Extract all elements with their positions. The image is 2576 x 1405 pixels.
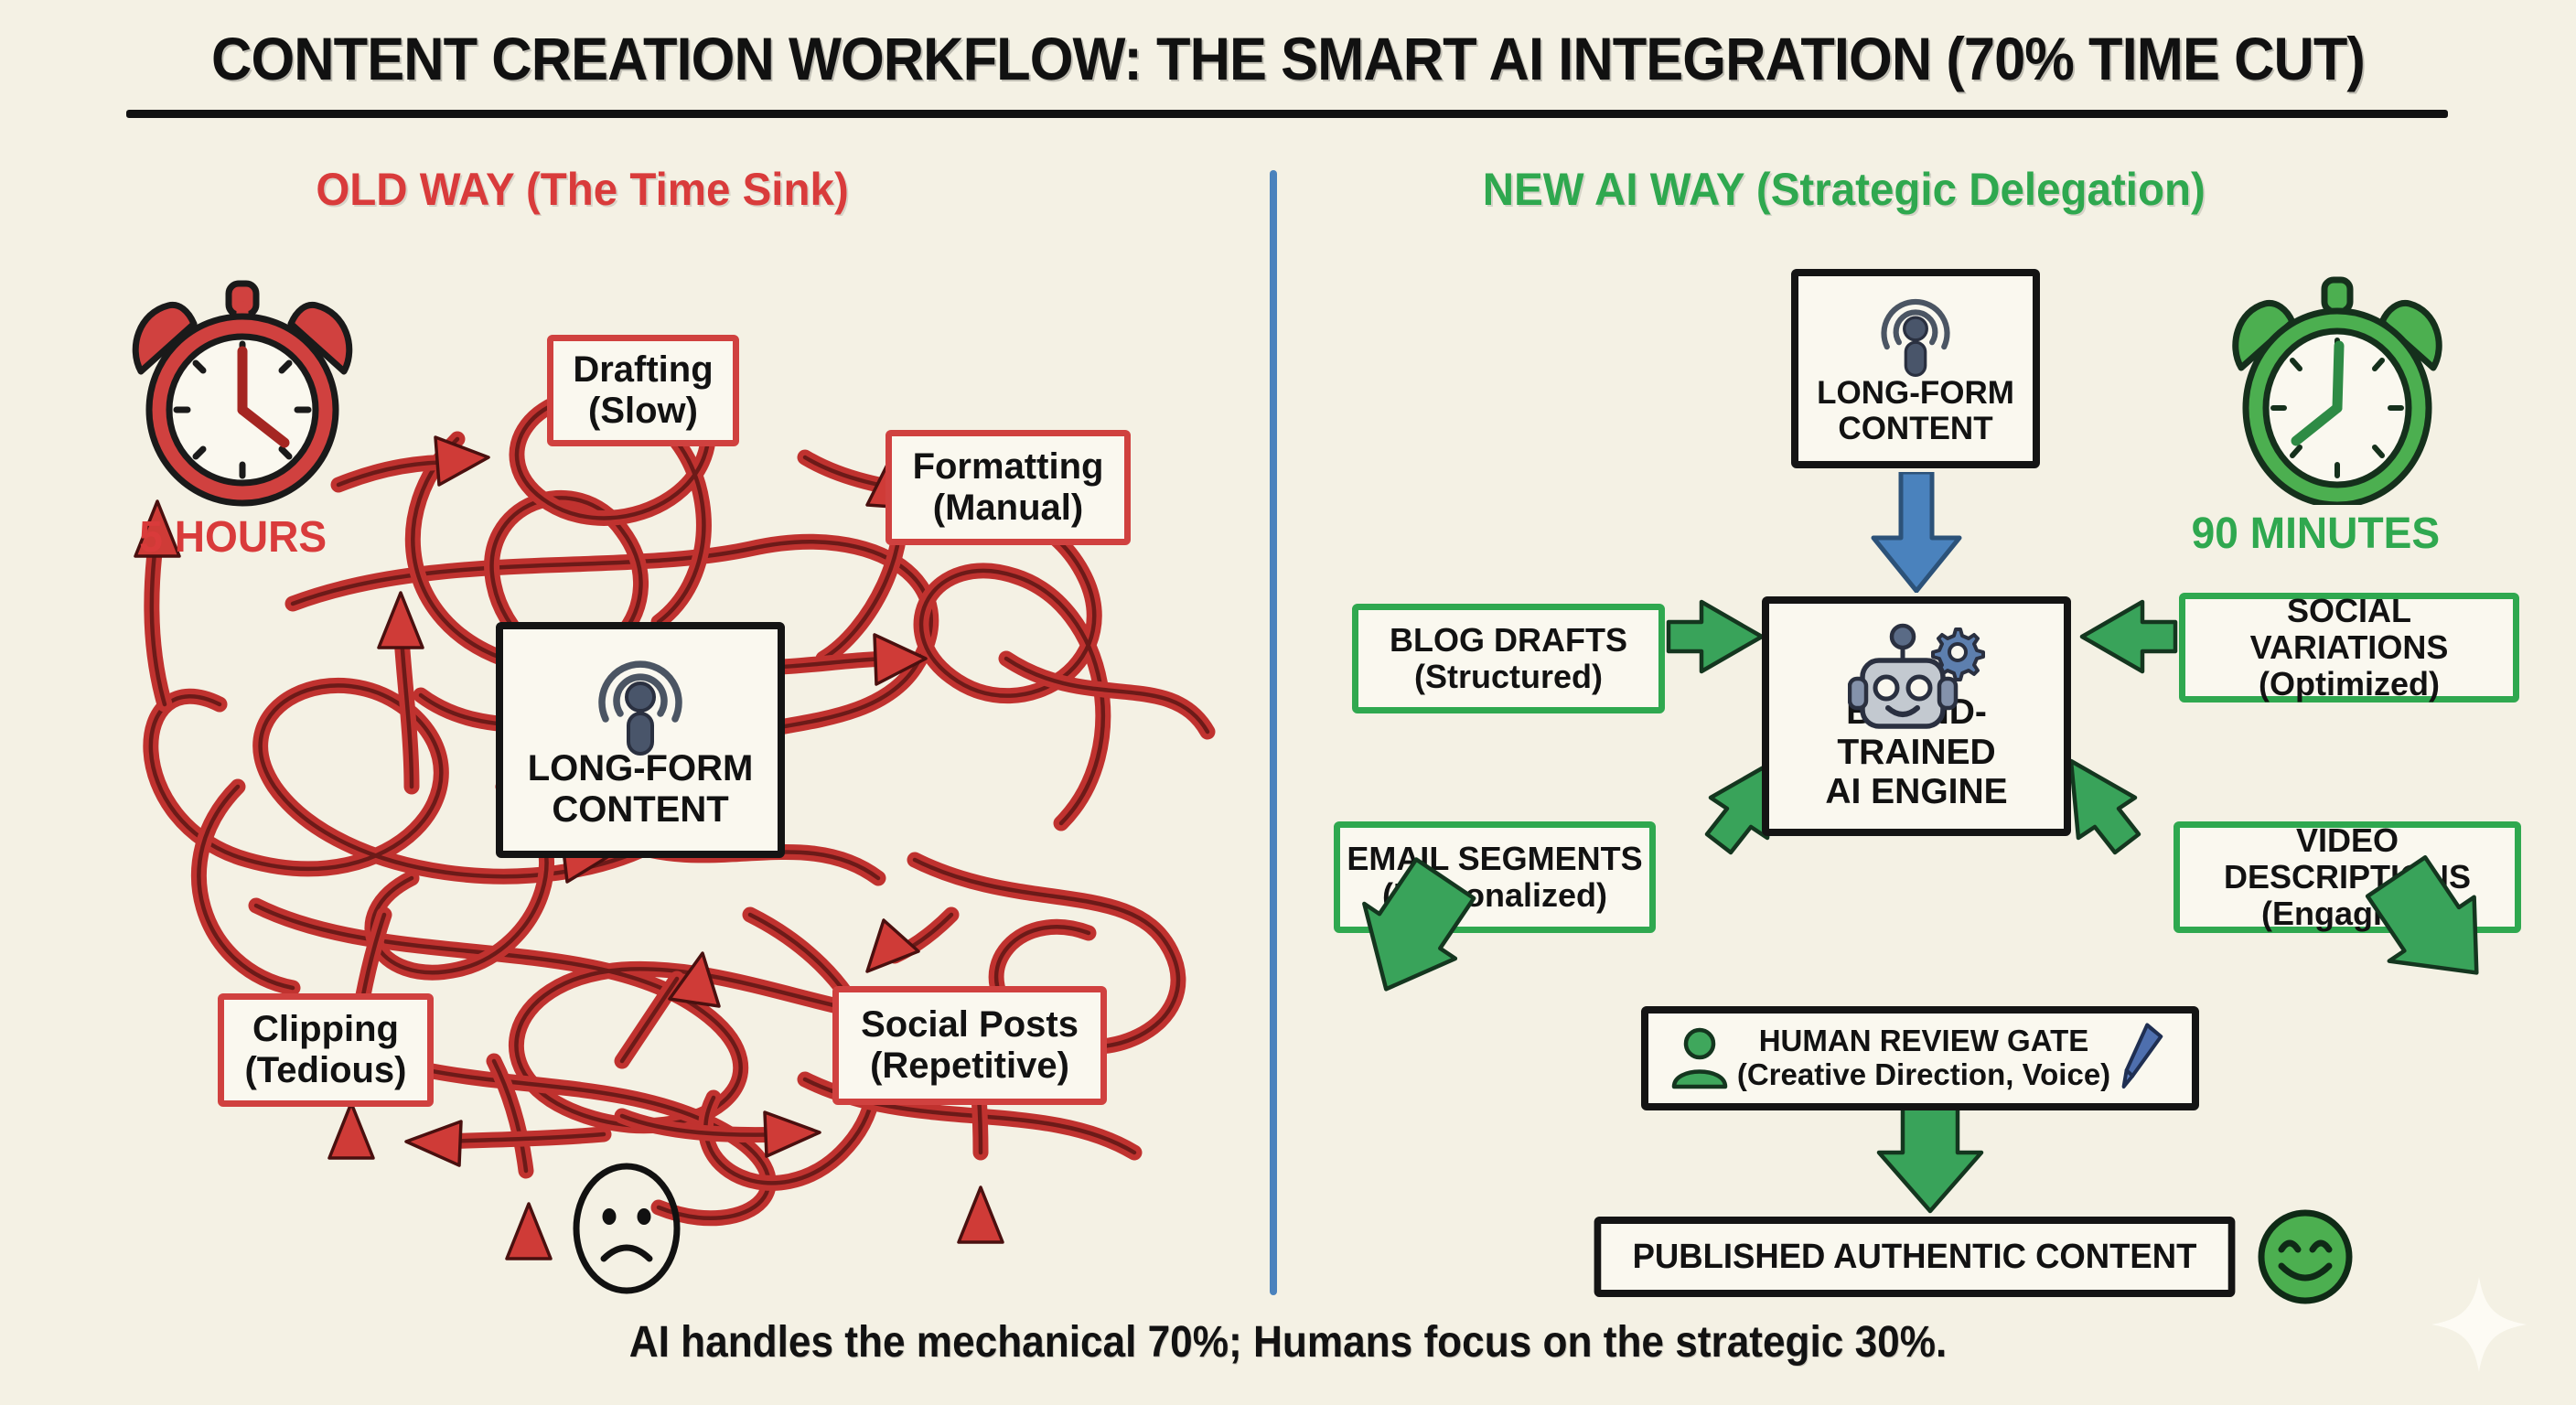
human-gate-line1: HUMAN REVIEW GATE [1758,1024,2089,1058]
box-social-variations-line2: (Optimized) [2259,665,2440,703]
person-icon [1671,1027,1728,1089]
old-way-heading: OLD WAY (The Time Sink) [316,164,849,215]
old-time-label: 5 HOURS [139,513,327,562]
footer-caption: AI handles the mechanical 70%; Humans fo… [628,1318,1948,1367]
page-title: CONTENT CREATION WORKFLOW: THE SMART AI … [211,25,2366,92]
box-clipping-line2: (Tedious) [244,1050,407,1090]
box-email-segments[interactable]: EMAIL SEGMENTS (Personalized) [1334,821,1656,933]
box-long-form-content-new[interactable]: LONG-FORM CONTENT [1791,269,2040,468]
box-published-authentic-content[interactable]: PUBLISHED AUTHENTIC CONTENT [1594,1217,2236,1297]
box-ai-engine-line2: AI ENGINE [1825,772,2008,812]
box-social-variations-line1: SOCIAL VARIATIONS [2249,591,2449,666]
happy-face-icon [2258,1209,2353,1304]
box-drafting-line2: (Slow) [588,391,698,431]
new-way-heading: NEW AI WAY (Strategic Delegation) [1482,164,2206,215]
box-human-review-gate[interactable]: HUMAN REVIEW GATE (Creative Direction, V… [1641,1006,2199,1110]
green-flow-arrows: .ga { fill:#39a35a; stroke:#14361f; stro… [1362,599,2479,1214]
sad-face-icon [573,1163,681,1294]
human-gate-line2: (Creative Direction, Voice) [1736,1057,2111,1091]
sparkle-icon [2431,1277,2527,1372]
box-drafting[interactable]: Drafting (Slow) [547,335,739,446]
published-label: PUBLISHED AUTHENTIC CONTENT [1632,1237,2197,1276]
title-underline [126,110,2448,118]
box-long-form-old-line2: CONTENT [552,789,729,831]
box-long-form-new-line1: LONG-FORM [1817,374,2014,411]
box-social-posts-line2: (Repetitive) [870,1046,1069,1086]
robot-gear-icon [1848,623,1985,729]
podcast-icon [1881,298,1950,377]
alarm-clock-icon [2232,276,2442,505]
box-clipping[interactable]: Clipping (Tedious) [218,993,434,1107]
box-formatting-line1: Formatting [912,446,1104,488]
box-formatting-line2: (Manual) [932,488,1084,528]
box-social-posts-line1: Social Posts [861,1004,1079,1046]
box-long-form-content-old[interactable]: LONG-FORM CONTENT [496,622,785,858]
box-blog-drafts-line2: (Structured) [1414,658,1603,695]
blue-down-arrow-icon [1871,472,1962,593]
box-blog-drafts-line1: BLOG DRAFTS [1390,620,1627,659]
box-email-segments-line1: EMAIL SEGMENTS [1347,839,1643,877]
box-social-posts[interactable]: Social Posts (Repetitive) [832,986,1107,1105]
box-clipping-line1: Clipping [252,1009,399,1050]
alarm-clock-icon [132,280,353,507]
box-formatting[interactable]: Formatting (Manual) [886,430,1131,545]
podcast-icon [598,660,682,756]
box-drafting-line1: Drafting [573,349,714,391]
box-blog-drafts[interactable]: BLOG DRAFTS (Structured) [1352,604,1665,713]
box-brand-trained-ai-engine[interactable]: BRAND-TRAINED AI ENGINE [1762,596,2071,836]
new-time-label: 90 MINUTES [2191,509,2441,558]
panel-divider [1270,170,1277,1295]
pen-icon [2121,1023,2163,1089]
box-social-variations[interactable]: SOCIAL VARIATIONS (Optimized) [2179,591,2519,703]
box-long-form-new-line2: CONTENT [1838,410,1993,446]
